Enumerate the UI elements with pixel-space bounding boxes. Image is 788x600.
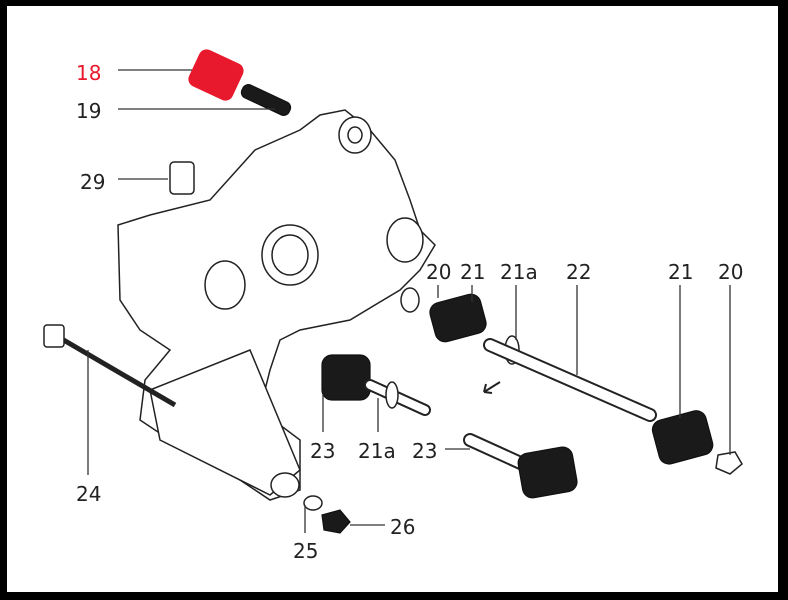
exploded-parts-diagram: 18 19 29 20 21 21a 22 21 20 24 23 21a 23…: [43, 47, 743, 563]
direction-arrow-icon: [483, 381, 501, 394]
callout-21: 21: [668, 260, 693, 284]
part-21a-ring[interactable]: [385, 381, 399, 409]
callout-24: 24: [76, 482, 101, 506]
crankcase: [117, 109, 436, 501]
part-21-roller[interactable]: [650, 409, 715, 467]
part-20-nut[interactable]: [715, 451, 743, 475]
diagram-canvas: 18 19 29 20 21 21a 22 21 20 24 23 21a 23…: [7, 6, 778, 592]
callout-19: 19: [76, 99, 101, 123]
part-25-washer[interactable]: [303, 495, 323, 511]
part-23-roller[interactable]: [321, 354, 371, 401]
callout-21a: 21a: [358, 439, 396, 463]
part-21-roller[interactable]: [428, 292, 489, 344]
callout-18: 18: [76, 61, 101, 85]
part-29-cap[interactable]: [169, 161, 195, 195]
part-19-pin[interactable]: [239, 83, 292, 118]
callout-20: 20: [426, 260, 451, 284]
callout-20: 20: [718, 260, 743, 284]
callout-22: 22: [566, 260, 591, 284]
callout-25: 25: [293, 539, 318, 563]
callout-23: 23: [310, 439, 335, 463]
part-18-bushing[interactable]: [186, 47, 246, 104]
part-23-roller[interactable]: [517, 445, 579, 499]
callout-21: 21: [460, 260, 485, 284]
callout-23: 23: [412, 439, 437, 463]
callout-21a: 21a: [500, 260, 538, 284]
callout-29: 29: [80, 170, 105, 194]
part-26-nut[interactable]: [321, 509, 351, 534]
leader-lines: [87, 69, 731, 533]
part-24-bolt[interactable]: [53, 332, 177, 408]
part-20-washer[interactable]: [400, 287, 420, 313]
callout-26: 26: [390, 515, 415, 539]
